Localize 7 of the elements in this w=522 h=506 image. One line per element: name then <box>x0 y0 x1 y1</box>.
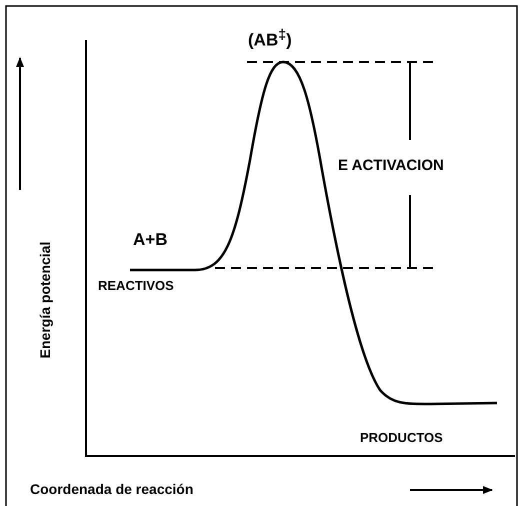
axis-title: Energía potencial <box>38 242 52 358</box>
axis-title: Coordenada de reacción <box>30 482 194 496</box>
energy-label: E ACTIVACION <box>338 158 444 173</box>
transition-state-label: (AB$^{‡}$) <box>248 28 292 49</box>
species-label: A+B <box>133 231 168 248</box>
stage-label: REACTIVOS <box>98 279 174 292</box>
stage-label: PRODUCTOS <box>360 431 443 444</box>
